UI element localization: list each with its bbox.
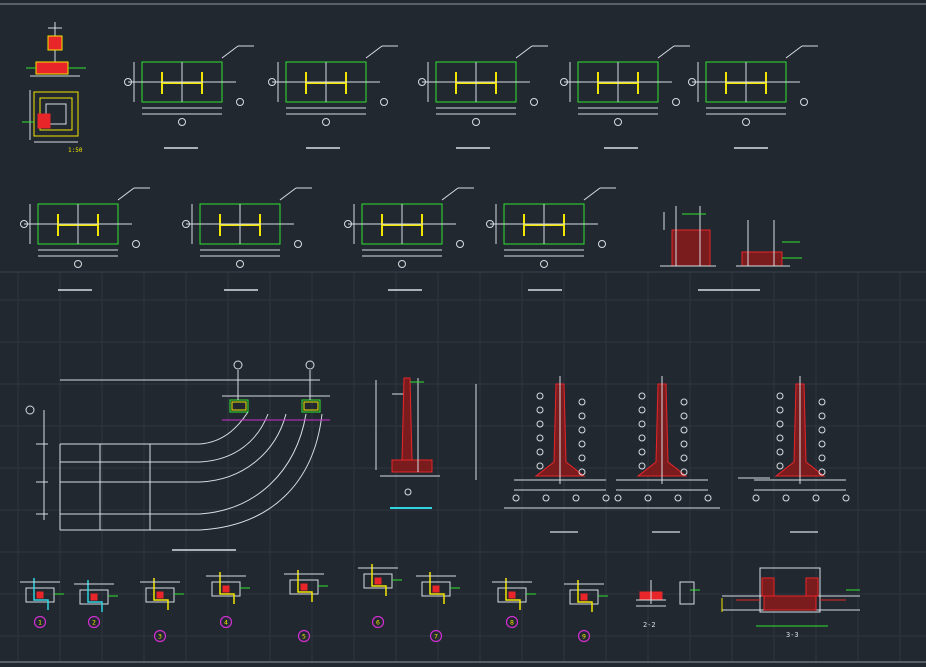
pier-dimension-line [475,384,770,509]
detail-number: 3 [158,633,162,641]
sheet-border [0,3,926,663]
retaining-wall-section [375,377,440,496]
detail-number: 2 [92,619,96,627]
foundation-plan-9 [486,187,616,291]
section-label-3-3: 3-3 [786,631,799,639]
node-detail-7: 7 [416,572,460,643]
foundation-plan-3 [418,45,548,149]
detail-number: 5 [302,633,306,641]
node-detail-5: 5 [284,570,328,643]
detail-number: 1 [38,619,42,627]
scale-note: 1:50 [68,147,83,154]
foundation-plan-6 [20,187,150,291]
node-detail-2: 2 [74,580,118,629]
node-detail-9: 9 [564,580,608,643]
foundation-plan-2 [268,45,398,149]
detail-number: 9 [582,633,586,641]
curved-plan-view [25,360,330,531]
foundation-plan-4 [560,45,690,149]
node-detail-8: 8 [492,578,536,629]
node-detail-6: 6 [358,564,402,629]
detail-number: 7 [434,633,438,641]
small-section-details [660,206,802,267]
pier-sections [475,376,850,533]
section-2-2-detail [636,580,700,607]
pier-section-3 [752,376,850,533]
node-detail-3: 3 [140,578,184,643]
foundation-plan-7 [182,187,312,291]
pier-section-1 [512,376,610,533]
detail-number: 8 [510,619,514,627]
node-detail-4: 4 [206,572,250,629]
section-label-2-2: 2-2 [643,621,656,629]
foundation-plan-views [20,45,818,291]
bottom-detail-row: 1 2 3 4 5 6 7 8 9 [20,564,608,643]
foundation-plan-1 [124,45,254,149]
column-detail [22,22,86,143]
foundation-plan-5 [688,45,818,149]
detail-number: 4 [224,619,228,627]
detail-number: 6 [376,619,380,627]
foundation-plan-8 [344,187,474,291]
node-detail-1: 1 [20,578,64,629]
section-3-3-detail [721,567,860,627]
pier-section-2 [614,376,712,533]
